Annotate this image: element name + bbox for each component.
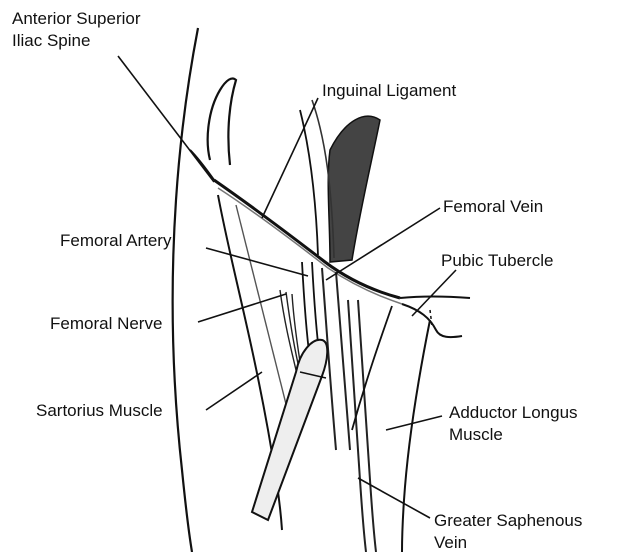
label-asis-line2: Iliac Spine — [12, 30, 141, 52]
label-greater-saphenous-line1: Greater Saphenous — [434, 510, 582, 532]
label-asis: Anterior Superior Iliac Spine — [12, 8, 141, 52]
label-femoral-artery-text: Femoral Artery — [60, 230, 171, 252]
label-sartorius-muscle-text: Sartorius Muscle — [36, 400, 163, 422]
leader-greater-saphenous — [358, 478, 430, 518]
leader-sartorius — [206, 372, 262, 410]
probe-instrument — [252, 340, 327, 520]
label-sartorius-muscle: Sartorius Muscle — [36, 400, 163, 422]
inguinal-ligament — [214, 180, 400, 298]
label-asis-line1: Anterior Superior — [12, 8, 141, 30]
thigh-outer-contour — [173, 28, 198, 552]
label-adductor-longus: Adductor Longus Muscle — [449, 402, 578, 446]
leader-femoral-nerve — [198, 294, 286, 322]
label-femoral-vein-text: Femoral Vein — [443, 196, 543, 218]
adductor-longus — [352, 306, 392, 430]
label-greater-saphenous-line2: Vein — [434, 532, 582, 554]
label-femoral-nerve-text: Femoral Nerve — [50, 313, 162, 335]
leader-pubic-tubercle — [412, 270, 456, 316]
label-inguinal-ligament: Inguinal Ligament — [322, 80, 456, 102]
leader-femoral-artery — [206, 248, 308, 276]
label-greater-saphenous-vein: Greater Saphenous Vein — [434, 510, 582, 554]
pubic-region — [400, 297, 470, 338]
iliopsoas-shading — [328, 116, 380, 262]
leader-asis — [118, 56, 214, 182]
label-adductor-longus-line1: Adductor Longus — [449, 402, 578, 424]
label-inguinal-ligament-text: Inguinal Ligament — [322, 80, 456, 102]
thigh-inner-contour — [402, 320, 430, 552]
label-adductor-longus-line2: Muscle — [449, 424, 578, 446]
label-pubic-tubercle: Pubic Tubercle — [441, 250, 553, 272]
leader-adductor-longus — [386, 416, 442, 430]
label-pubic-tubercle-text: Pubic Tubercle — [441, 250, 553, 272]
iliac-crest — [208, 78, 236, 165]
label-femoral-nerve: Femoral Nerve — [50, 313, 162, 335]
label-femoral-vein: Femoral Vein — [443, 196, 543, 218]
label-femoral-artery: Femoral Artery — [60, 230, 171, 252]
